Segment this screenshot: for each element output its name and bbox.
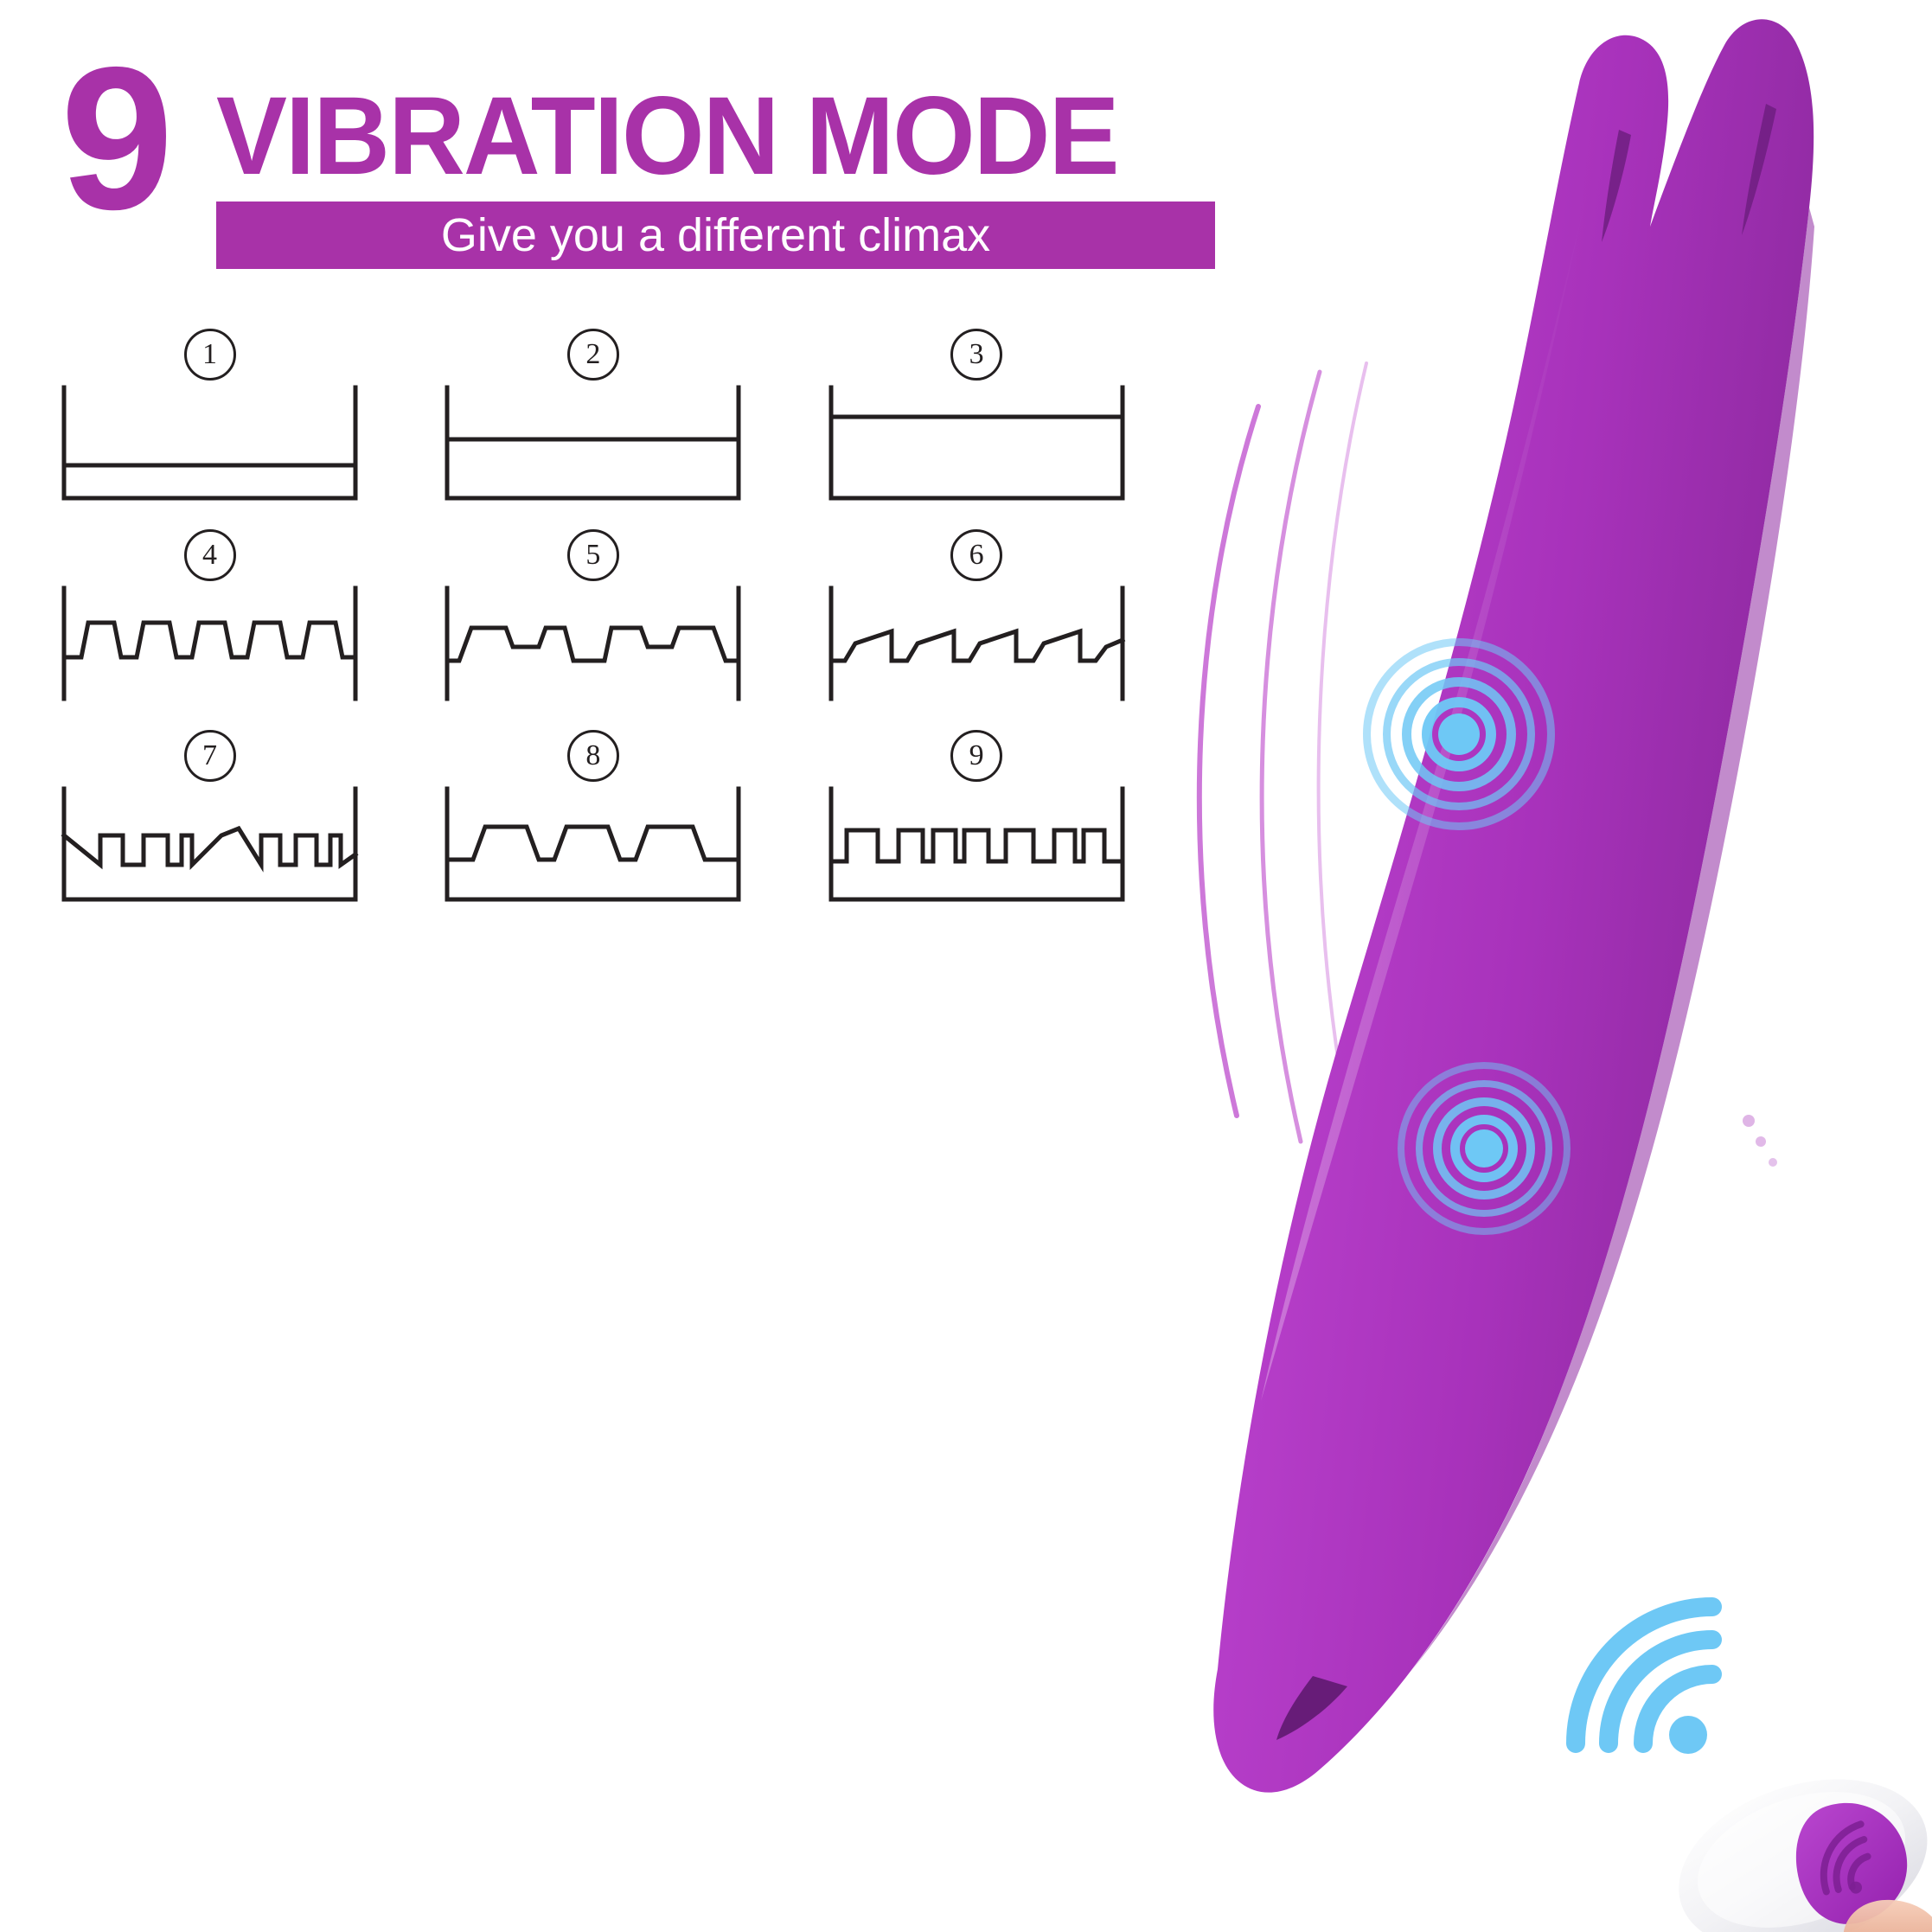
waveform-9 [828, 786, 1125, 902]
mode-badge-7: 7 [183, 730, 236, 782]
waveform-8 [445, 786, 741, 902]
prong-slit-right [1742, 104, 1776, 235]
waveform-3 [828, 385, 1125, 501]
waveform-5 [445, 585, 741, 701]
wifi-signal-icon [1557, 1591, 1756, 1773]
mode-card-7: 7 [61, 730, 359, 922]
waveform-1 [61, 385, 358, 501]
mode-badge-2: 2 [566, 329, 619, 381]
motion-lines [1196, 361, 1368, 1161]
prong-slit-left [1602, 130, 1631, 242]
mode-badge-6: 6 [950, 529, 1003, 581]
lower-vibration-point [1398, 1062, 1571, 1235]
mode-card-9: 9 [828, 730, 1126, 922]
remote-power-button [1795, 1802, 1908, 1924]
waveform-4 [61, 585, 358, 701]
mode-badge-3: 3 [950, 329, 1003, 381]
mode-card-8: 8 [444, 730, 742, 922]
mode-badge-1: 1 [183, 329, 236, 381]
subtitle-band: Give you a different climax [216, 202, 1215, 269]
waveform-7 [61, 786, 359, 902]
mode-badge-8: 8 [566, 730, 619, 782]
mode-card-2: 2 [444, 329, 742, 521]
vibration-modes-grid: 1 2 3 [61, 329, 1159, 922]
mode-card-4: 4 [61, 529, 359, 721]
tip-opening [1276, 1676, 1347, 1740]
waveform-2 [445, 385, 741, 501]
charging-contacts [1743, 1115, 1777, 1167]
mode-card-6: 6 [828, 529, 1126, 721]
header: 9 VIBRATION MODE Give you a different cl… [61, 36, 1215, 269]
mode-badge-9: 9 [950, 730, 1003, 782]
mode-card-3: 3 [828, 329, 1126, 521]
mode-badge-4: 4 [183, 529, 236, 581]
mode-card-1: 1 [61, 329, 359, 521]
page-title: VIBRATION MODE [216, 74, 1120, 198]
product-illustration [1196, 19, 1814, 1793]
product-body [1213, 19, 1814, 1793]
product-photo [1107, 0, 1932, 1932]
waveform-6 [828, 585, 1125, 701]
page-subtitle: Give you a different climax [440, 209, 991, 261]
fingertip [1843, 1899, 1932, 1932]
wireless-remote[interactable] [1673, 1760, 1932, 1932]
mode-card-5: 5 [444, 529, 742, 721]
upper-vibration-point [1363, 638, 1555, 830]
mode-badge-5: 5 [566, 529, 619, 581]
mode-count-number: 9 [61, 24, 174, 252]
